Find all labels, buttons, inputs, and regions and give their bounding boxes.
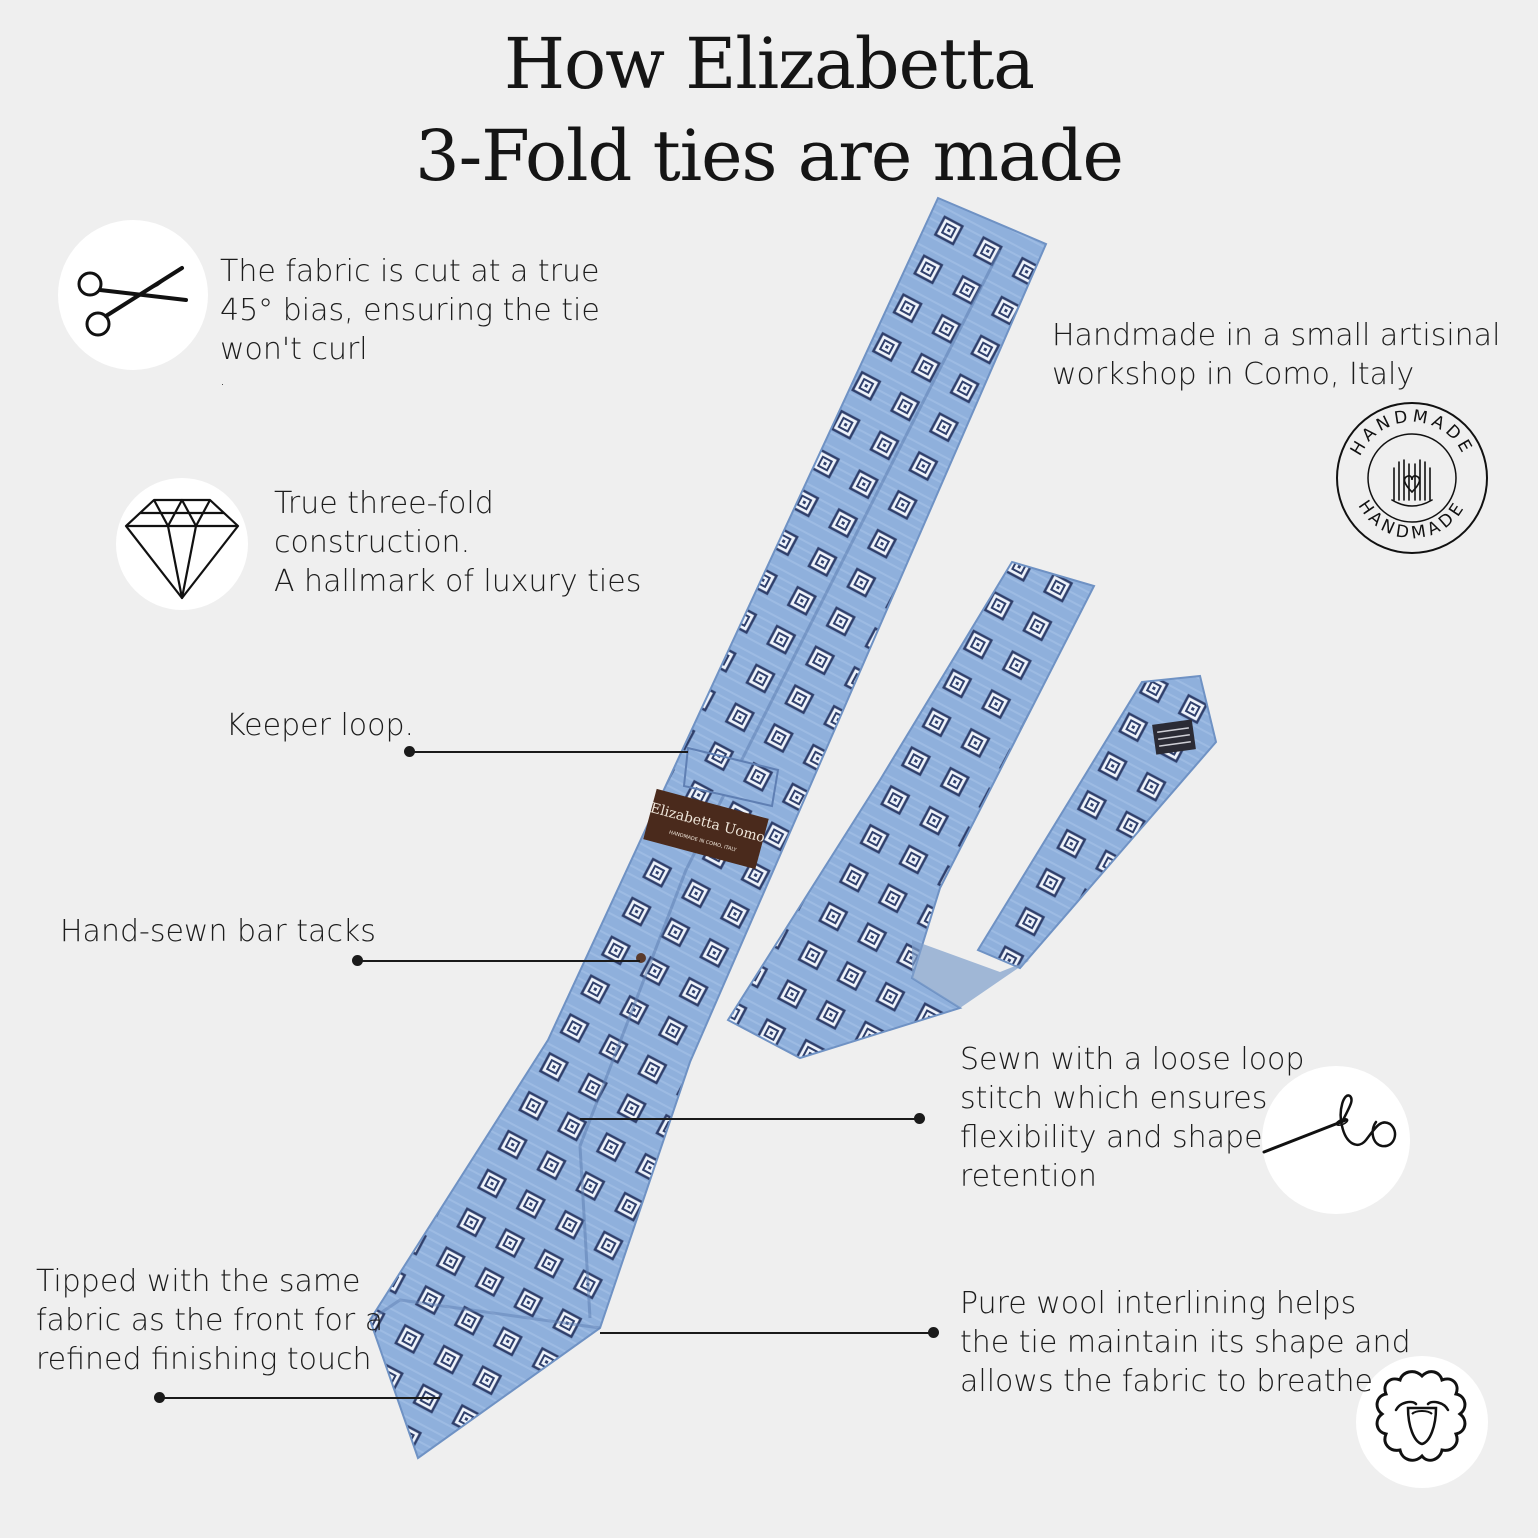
bar-tacks-caption: Hand-sewn bar tacks	[60, 912, 376, 951]
title-line-1: How Elizabetta	[503, 23, 1035, 105]
sheep-icon	[1375, 1370, 1467, 1462]
tipped-caption: Tipped with the same fabric as the front…	[36, 1262, 383, 1379]
loop-stitch-line-2: stitch which ensures	[960, 1081, 1268, 1116]
tipped-line-1: Tipped with the same	[36, 1264, 361, 1299]
tipped-leader	[160, 1397, 440, 1399]
wool-line-2: the tie maintain its shape and	[960, 1325, 1411, 1360]
bar-tacks-leader	[358, 960, 640, 962]
tipped-line-2: fabric as the front for a	[36, 1303, 384, 1338]
wool-leader	[600, 1332, 932, 1334]
three-fold-line-2: construction.	[274, 525, 471, 560]
needle-icon-circle	[1262, 1066, 1410, 1214]
bar-tacks-dot	[352, 955, 363, 966]
loop-stitch-line-1: Sewn with a loose loop	[960, 1042, 1305, 1077]
loop-stitch-leader	[580, 1118, 920, 1120]
bias-line-3: won't curl	[220, 332, 368, 367]
bar-tacks-line-1: Hand-sewn bar tacks	[60, 914, 376, 949]
three-fold-line-1: True three-fold	[274, 486, 494, 521]
bias-line-2: 45° bias, ensuring the tie	[220, 293, 600, 328]
bias-line-1: The fabric is cut at a true	[220, 254, 600, 289]
scissors-icon-circle	[58, 220, 208, 370]
keeper-loop-leader	[410, 751, 688, 753]
needle-thread-icon	[1262, 1094, 1397, 1154]
scissors-icon	[77, 266, 188, 337]
keeper-loop-caption: Keeper loop.	[226, 706, 414, 745]
three-fold-line-3: A hallmark of luxury ties	[274, 564, 642, 599]
diamond-icon-circle	[116, 478, 248, 610]
loop-stitch-dot	[914, 1113, 925, 1124]
loop-stitch-line-3: flexibility and shape	[960, 1120, 1263, 1155]
handmade-caption: Handmade in a small artisinal workshop i…	[1052, 316, 1500, 394]
tipped-dot	[154, 1392, 165, 1403]
loop-stitch-line-4: retention	[960, 1159, 1097, 1194]
diamond-icon	[124, 498, 240, 600]
page-title: How Elizabetta 3-Fold ties are made	[0, 18, 1538, 202]
wool-dot	[928, 1327, 939, 1338]
sheep-icon-circle	[1356, 1356, 1488, 1488]
wool-line-3: allows the fabric to breathe	[960, 1364, 1374, 1399]
bias-line-4: .	[220, 370, 226, 389]
wool-caption: Pure wool interlining helps the tie main…	[960, 1284, 1411, 1401]
three-fold-caption: True three-fold construction. A hallmark…	[274, 484, 641, 601]
keeper-loop-line-1: Keeper loop.	[226, 708, 415, 743]
wool-line-1: Pure wool interlining helps	[960, 1286, 1357, 1321]
keeper-loop	[682, 746, 780, 808]
loop-stitch-caption: Sewn with a loose loop stitch which ensu…	[960, 1040, 1304, 1196]
title-line-2: 3-Fold ties are made	[415, 115, 1124, 197]
keeper-loop-dot	[404, 746, 415, 757]
handmade-line-1: Handmade in a small artisinal	[1052, 318, 1501, 353]
tipped-line-3: refined finishing touch	[36, 1342, 372, 1377]
handmade-line-2: workshop in Como, Italy	[1052, 357, 1415, 392]
bias-caption: The fabric is cut at a true 45° bias, en…	[220, 252, 600, 391]
